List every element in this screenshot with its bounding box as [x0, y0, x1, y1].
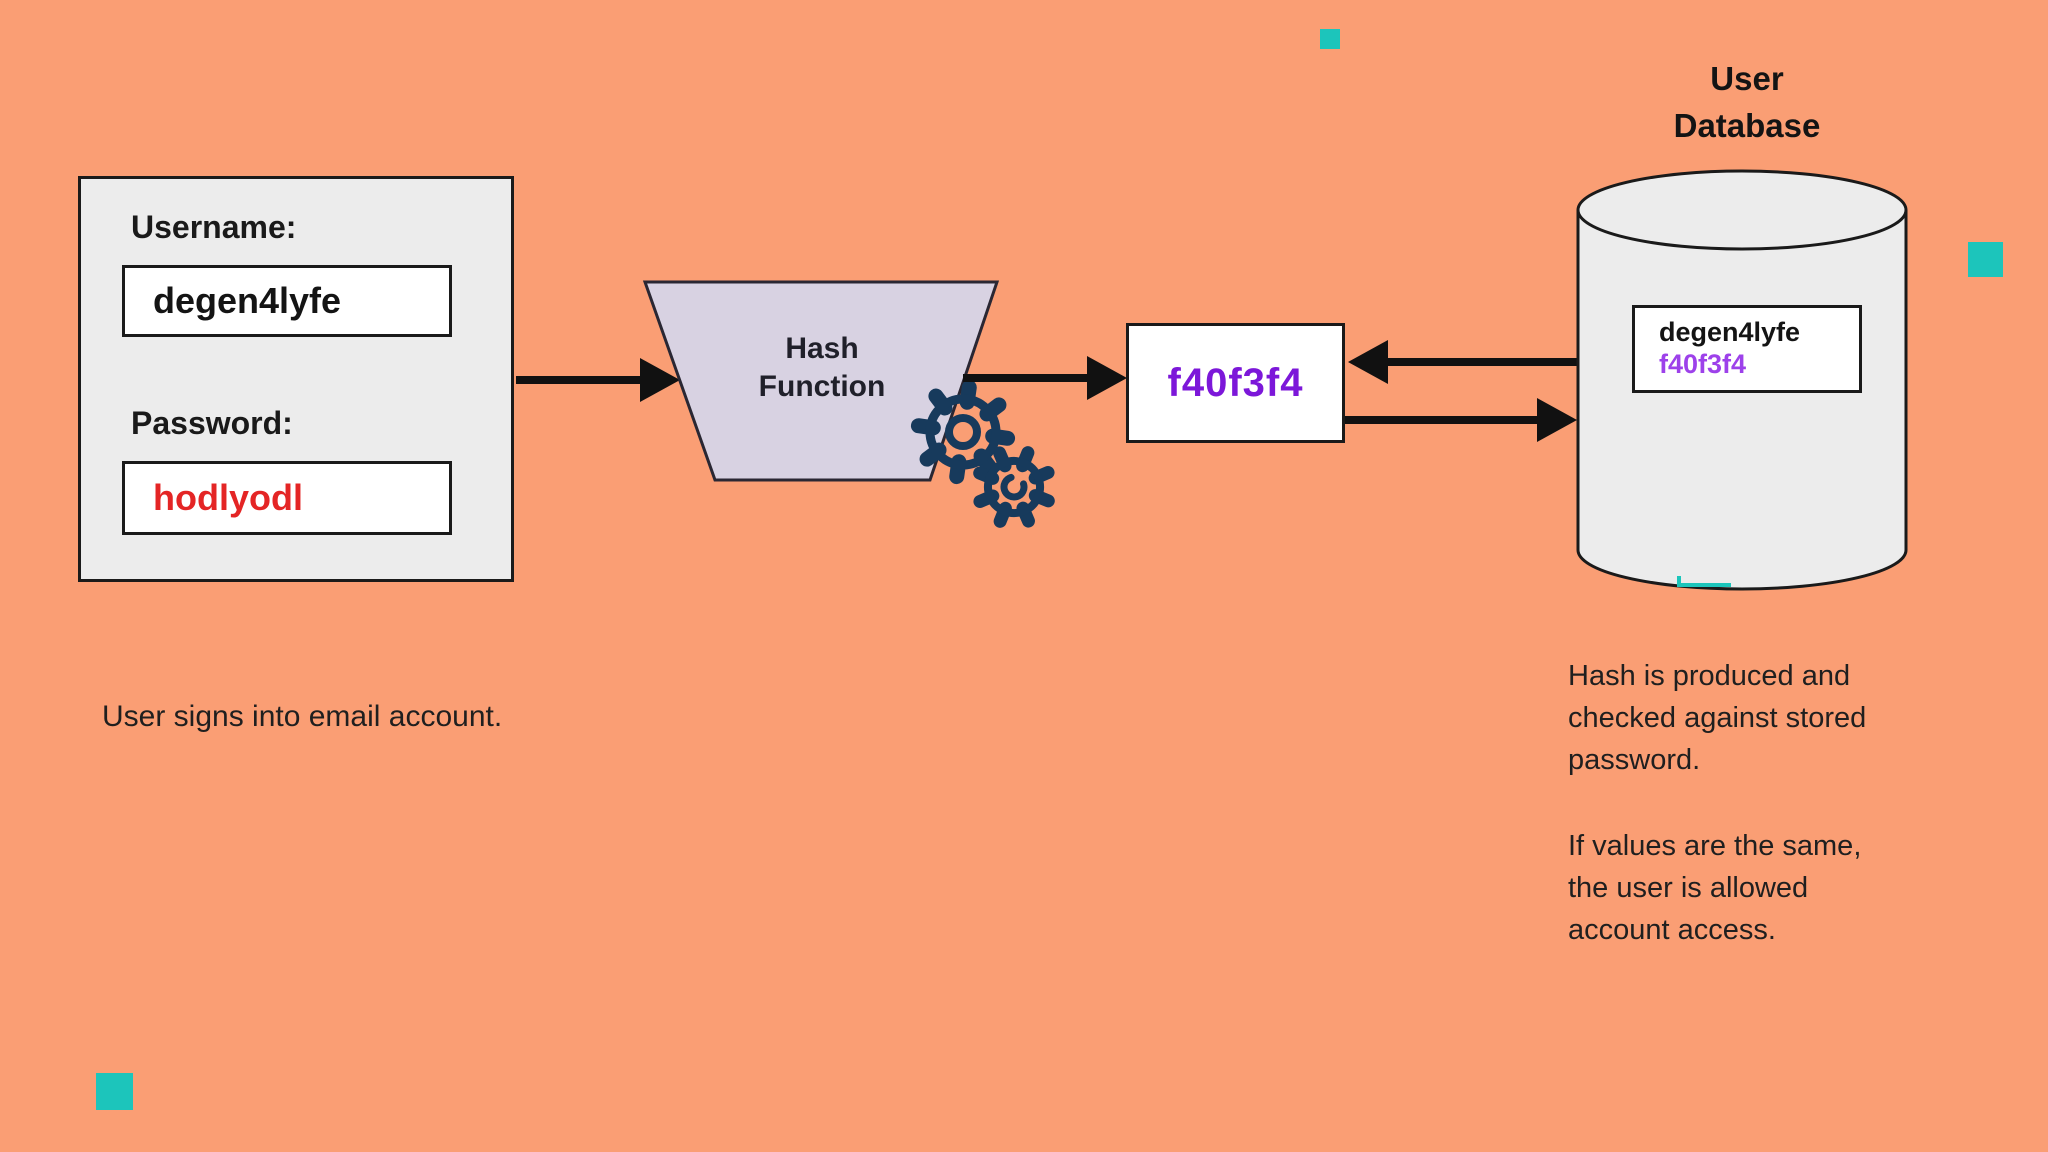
arrowhead-right-icon [1537, 398, 1577, 442]
arrow-line [516, 376, 644, 384]
password-field[interactable]: hodlyodl [122, 461, 452, 535]
teal-bracket [1677, 576, 1731, 587]
arrowhead-left-icon [1348, 340, 1388, 384]
username-value: degen4lyfe [153, 280, 342, 321]
teal-square-right [1968, 242, 2003, 277]
arrowhead-right-icon [1087, 356, 1127, 400]
database-title: User Database [1673, 60, 1821, 144]
login-panel: Username: degen4lyfe Password: hodlyodl [78, 176, 514, 582]
database-cylinder [1576, 169, 1908, 591]
database-record: degen4lyfe f40f3f4 [1632, 305, 1862, 393]
caption-hash-produced: Hash is produced and checked against sto… [1568, 660, 1867, 776]
caption-values-same: If values are the same, the user is allo… [1568, 830, 1862, 946]
password-label: Password: [131, 405, 293, 441]
record-hash: f40f3f4 [1659, 349, 1747, 379]
caption-hash-check: Hash is produced and checked against sto… [1568, 655, 1898, 951]
password-value: hodlyodl [153, 477, 303, 518]
hash-function-label: Hash Function [758, 332, 886, 403]
record-username: degen4lyfe [1659, 317, 1801, 347]
caption-sign-in: User signs into email account. [102, 700, 503, 733]
teal-square-bottom-left [96, 1073, 133, 1110]
username-field[interactable]: degen4lyfe [122, 265, 452, 337]
teal-square-top [1320, 29, 1340, 49]
arrow-line [963, 374, 1091, 382]
hash-output-box: f40f3f4 [1126, 323, 1345, 443]
gears-icon [910, 379, 1055, 528]
username-label: Username: [131, 209, 297, 245]
arrow-line [1345, 416, 1539, 424]
arrow-line [1384, 358, 1577, 366]
hash-function-funnel [642, 280, 1000, 482]
hash-output-value: f40f3f4 [1167, 360, 1304, 405]
